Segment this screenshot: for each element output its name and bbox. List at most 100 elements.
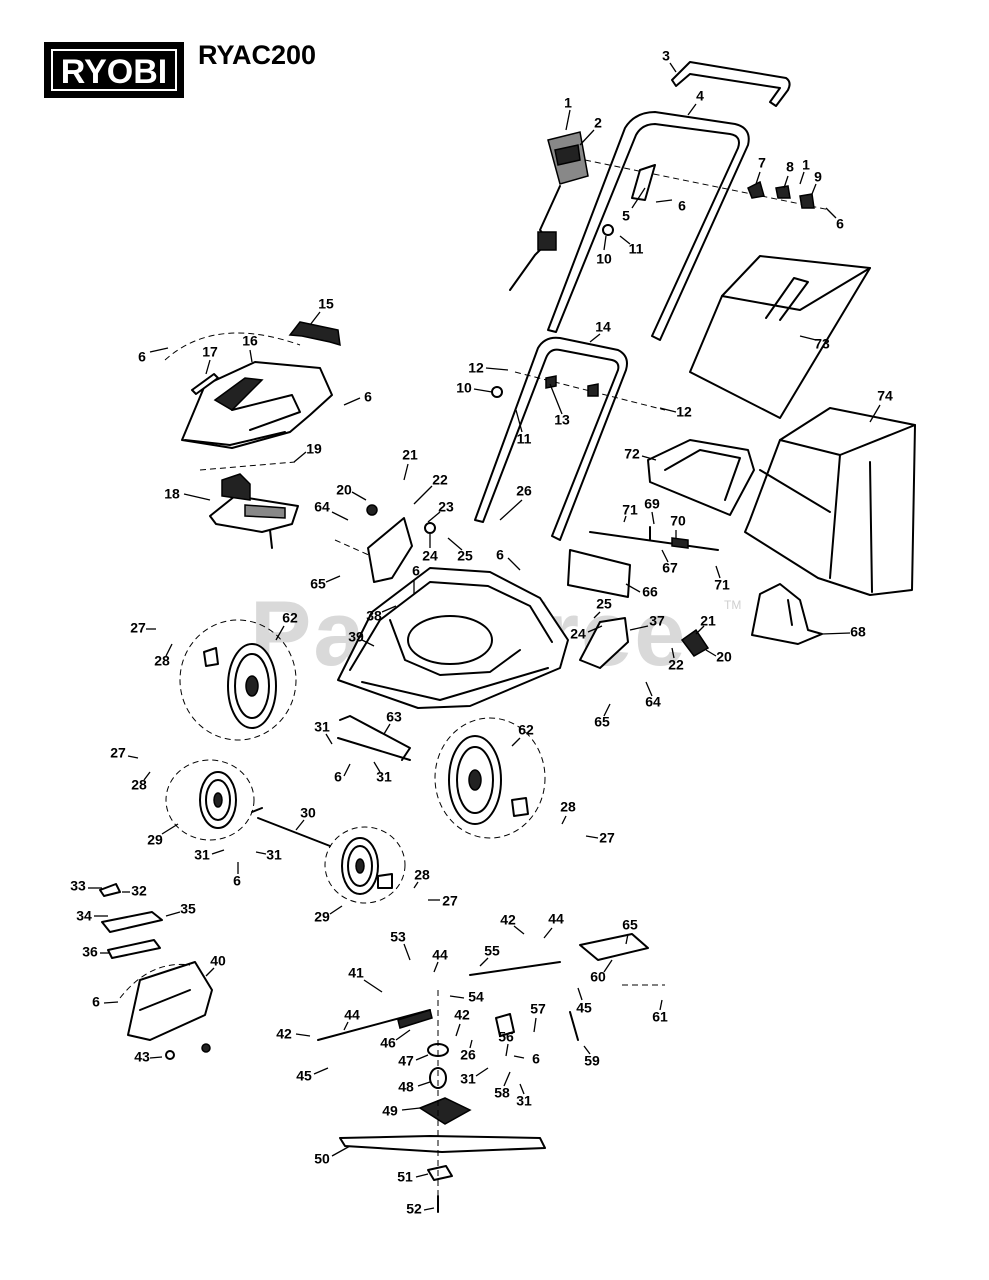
- callout-leader: [249, 349, 253, 363]
- part-callout-60: 60: [590, 969, 606, 985]
- part-callout-15: 15: [318, 296, 334, 312]
- callout-leader: [821, 632, 851, 635]
- callout-leader: [543, 927, 553, 939]
- callout-leader: [669, 62, 677, 73]
- callout-leader: [655, 199, 673, 203]
- part-callout-31: 31: [314, 719, 330, 735]
- callout-leader: [361, 639, 375, 647]
- callout-leader: [329, 905, 343, 915]
- part-callout-27: 27: [442, 893, 458, 909]
- part-callout-42: 42: [276, 1026, 292, 1042]
- part-callout-68: 68: [850, 624, 866, 640]
- part-callout-47: 47: [398, 1053, 414, 1069]
- cover-handle: [288, 321, 341, 347]
- part-callout-71: 71: [714, 577, 730, 593]
- callout-leader: [413, 881, 419, 889]
- callout-leader: [593, 611, 601, 619]
- part-callout-56: 56: [498, 1029, 514, 1045]
- callout-leader: [417, 1081, 431, 1087]
- callout-leader: [275, 625, 285, 641]
- part-callout-61: 61: [652, 1009, 668, 1025]
- callout-leader: [205, 359, 211, 375]
- callout-leader: [473, 388, 493, 393]
- callout-leader: [343, 763, 351, 777]
- callout-leader: [505, 1043, 509, 1057]
- callout-leader: [561, 815, 567, 825]
- callout-leader: [331, 1145, 351, 1157]
- callout-leader: [577, 987, 583, 1001]
- axles: [251, 715, 411, 847]
- part-callout-57: 57: [530, 1001, 546, 1017]
- handle-knobs: [602, 164, 815, 236]
- part-callout-29: 29: [147, 832, 163, 848]
- callout-leader: [211, 849, 225, 855]
- part-callout-65: 65: [622, 917, 638, 933]
- part-callout-21: 21: [700, 613, 716, 629]
- part-callout-27: 27: [110, 745, 126, 761]
- part-callout-51: 51: [397, 1169, 413, 1185]
- callout-leader: [585, 835, 599, 839]
- part-callout-65: 65: [310, 576, 326, 592]
- callout-leader: [127, 755, 139, 759]
- part-callout-49: 49: [382, 1103, 398, 1119]
- part-callout-6: 6: [412, 563, 420, 579]
- callout-leader: [475, 1067, 489, 1077]
- part-callout-28: 28: [154, 653, 170, 669]
- upper-handle: [547, 61, 831, 341]
- callout-leader: [695, 625, 705, 635]
- part-callout-6: 6: [334, 769, 342, 785]
- part-callout-54: 54: [468, 989, 484, 1005]
- part-callout-14: 14: [595, 319, 611, 335]
- callout-leader: [659, 999, 663, 1011]
- callout-leader: [149, 347, 169, 353]
- part-callout-29: 29: [314, 909, 330, 925]
- callout-leader: [143, 771, 151, 781]
- part-callout-34: 34: [76, 908, 92, 924]
- part-callout-30: 30: [300, 805, 316, 821]
- part-callout-31: 31: [376, 769, 392, 785]
- part-callout-21: 21: [402, 447, 418, 463]
- part-callout-2: 2: [594, 115, 602, 131]
- callout-leader: [313, 1067, 329, 1075]
- part-callout-11: 11: [517, 431, 532, 447]
- callout-leader: [651, 511, 655, 525]
- callout-leader: [499, 499, 523, 521]
- part-callout-48: 48: [398, 1079, 414, 1095]
- part-callout-53: 53: [390, 929, 406, 945]
- callout-leader: [325, 575, 341, 583]
- part-callout-59: 59: [584, 1053, 600, 1069]
- callout-leader: [507, 557, 521, 571]
- callout-leader: [415, 1173, 429, 1178]
- part-callout-33: 33: [70, 878, 86, 894]
- part-callout-41: 41: [348, 965, 364, 981]
- callout-leader: [165, 911, 181, 917]
- part-callout-26: 26: [460, 1047, 476, 1063]
- callout-leader: [869, 404, 881, 423]
- part-callout-74: 74: [877, 388, 893, 404]
- callout-leader: [799, 171, 805, 185]
- part-callout-18: 18: [164, 486, 180, 502]
- callout-leader: [423, 1207, 435, 1211]
- callout-leader: [825, 207, 837, 219]
- part-callout-6: 6: [836, 216, 844, 232]
- part-callout-31: 31: [194, 847, 210, 863]
- part-callout-28: 28: [414, 867, 430, 883]
- height-bracket-left: [366, 504, 436, 583]
- motor-cover: [164, 332, 333, 449]
- part-callout-35: 35: [180, 901, 196, 917]
- callout-leader: [783, 175, 789, 189]
- part-callout-73: 73: [814, 336, 830, 352]
- callout-leader: [295, 819, 305, 831]
- part-callout-70: 70: [670, 513, 686, 529]
- front-wheel-right: [324, 826, 406, 904]
- callout-leader: [623, 515, 627, 523]
- part-callout-39: 39: [348, 629, 364, 645]
- callout-leader: [149, 1056, 163, 1059]
- rear-wheel-right: [434, 717, 546, 839]
- callout-leader: [603, 959, 613, 973]
- part-callout-45: 45: [296, 1068, 312, 1084]
- callout-leader: [401, 1107, 421, 1111]
- switch-box: [509, 131, 589, 291]
- callout-leader: [373, 761, 381, 773]
- part-callout-44: 44: [344, 1007, 360, 1023]
